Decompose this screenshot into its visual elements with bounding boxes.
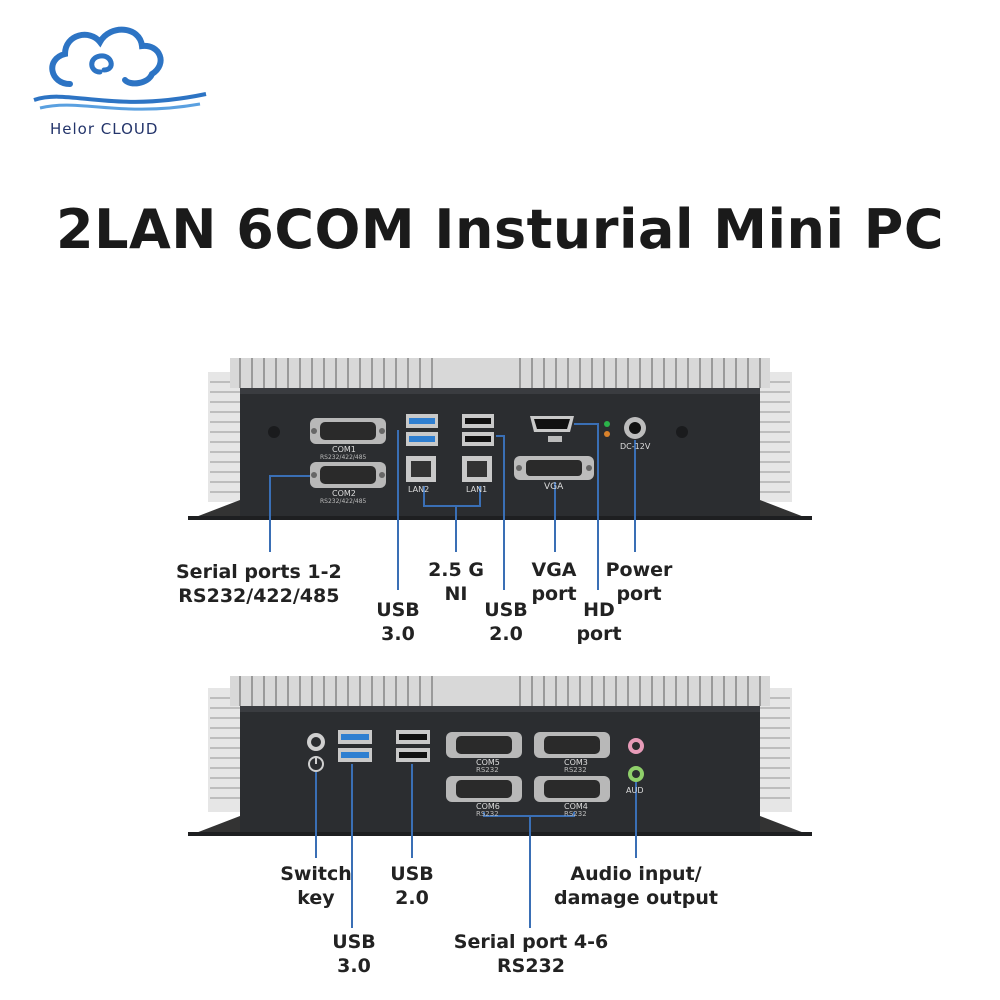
lan1-label: LAN1 (466, 485, 488, 494)
callout-usb3-bottom: USB 3.0 (326, 930, 382, 978)
com1-port (310, 418, 386, 444)
callout-hd: HD port (574, 598, 624, 646)
aud-label: AUD (626, 786, 644, 795)
callout-lan-line1: 2.5 G (428, 559, 484, 581)
com6-port (446, 776, 522, 802)
usb3-ports-bottom (338, 730, 372, 762)
callout-audio-line1: Audio input/ (570, 863, 702, 885)
heatsink-fins (208, 372, 792, 502)
callout-hd-line2: port (576, 623, 622, 645)
lan-ports (406, 456, 492, 482)
callout-audio-line2: damage output (553, 887, 718, 909)
callout-serial-4-6: Serial port 4-6 RS232 (448, 930, 614, 978)
com2-port (310, 462, 386, 488)
cloud-logo-icon (33, 26, 207, 111)
callout-vga: VGA port (524, 558, 584, 606)
callout-usb3b-line2: 3.0 (337, 955, 371, 977)
vga-label: VGA (544, 482, 564, 492)
callout-lan: 2.5 G NI (424, 558, 488, 606)
callout-lan-line2: NI (444, 583, 468, 605)
callout-usb2-line1: USB (484, 599, 528, 621)
page-title: 2LAN 6COM Insturial Mini PC (56, 198, 944, 261)
hdmi-port (530, 416, 574, 442)
com4-label: COM4 (564, 802, 588, 811)
callout-serial46-line2: RS232 (497, 955, 565, 977)
power-switch (307, 733, 325, 772)
brand-name: Helor CLOUD (50, 120, 159, 138)
callout-audio: Audio input/ damage output (548, 862, 724, 910)
callout-switch-key: Switch key (280, 862, 352, 910)
dc-label: DC-12V (620, 442, 651, 451)
callout-usb3-line1: USB (376, 599, 420, 621)
callout-serial-line2: RS232/422/485 (178, 585, 340, 607)
brand-logo (30, 14, 210, 124)
vga-port (514, 456, 594, 480)
com2-label: COM2 (332, 489, 356, 498)
callout-serial-ports-1-2: Serial ports 1-2 RS232/422/485 (176, 560, 342, 608)
com5-port (446, 732, 522, 758)
com6-sub-label: RS232 (476, 810, 499, 818)
lan2-label: LAN2 (408, 485, 430, 494)
callout-usb3-line2: 3.0 (381, 623, 415, 645)
callout-usb2-line2: 2.0 (489, 623, 523, 645)
callout-vga-line2: port (531, 583, 577, 605)
callout-power: Power port (604, 558, 674, 606)
com5-sub-label: RS232 (476, 766, 499, 774)
callout-usb3b-line1: USB (332, 931, 376, 953)
chassis-face-bottom (240, 706, 760, 834)
com5-label: COM5 (476, 758, 500, 767)
com3-label: COM3 (564, 758, 588, 767)
usb3-ports-top (406, 414, 438, 446)
callout-usb2-top: USB 2.0 (478, 598, 534, 646)
audio-jacks (628, 738, 644, 782)
com1-sub-label: RS232/422/485 (320, 454, 367, 461)
callout-vga-line1: VGA (531, 559, 577, 581)
com4-port (534, 776, 610, 802)
chassis-face-top (240, 388, 760, 516)
callout-usb2b-line2: 2.0 (395, 887, 429, 909)
callout-usb2b-line1: USB (390, 863, 434, 885)
dc-power-jack (624, 417, 646, 439)
callout-usb3-top: USB 3.0 (370, 598, 426, 646)
callout-usb2-bottom: USB 2.0 (384, 862, 440, 910)
callout-switch-line1: Switch (280, 863, 352, 885)
callout-power-line1: Power (605, 559, 673, 581)
usb2-ports-bottom (396, 730, 430, 762)
callout-switch-line2: key (297, 887, 335, 909)
callout-hd-line1: HD (583, 599, 615, 621)
usb2-ports-top (462, 414, 494, 446)
com2-sub-label: RS232/422/485 (320, 498, 367, 505)
com1-label: COM1 (332, 445, 356, 454)
callout-power-line2: port (616, 583, 662, 605)
callout-serial-line1: Serial ports 1-2 (176, 561, 342, 583)
com3-sub-label: RS232 (564, 766, 587, 774)
com3-port (534, 732, 610, 758)
com6-label: COM6 (476, 802, 500, 811)
callout-serial46-line1: Serial port 4-6 (453, 931, 609, 953)
com4-sub-label: RS232 (564, 810, 587, 818)
